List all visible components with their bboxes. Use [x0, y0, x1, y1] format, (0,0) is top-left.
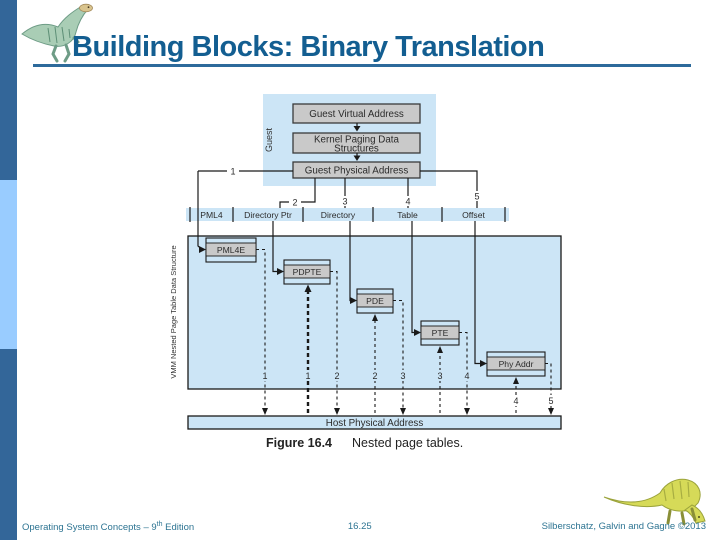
entry-pde: PDE	[356, 288, 394, 314]
svg-text:2: 2	[292, 198, 297, 208]
entry-to-host-dashed-lines	[256, 248, 554, 415]
footer-authors: Silberschatz, Galvin and Gagne ©2013	[541, 521, 706, 532]
title-underline	[33, 64, 691, 67]
svg-text:Structures: Structures	[334, 144, 379, 155]
accent-segment-dark-bottom	[0, 349, 17, 540]
svg-text:3: 3	[400, 371, 405, 381]
svg-text:2: 2	[334, 371, 339, 381]
field-directory-ptr: Directory Ptr	[244, 210, 292, 220]
guest-virtual-address-fields-bar	[186, 208, 509, 221]
figure-caption-text: Nested page tables.	[352, 436, 463, 450]
vmm-group-label: VMM Nested Page Table Data Structure	[169, 245, 178, 378]
svg-text:3: 3	[342, 197, 347, 207]
svg-text:5: 5	[474, 192, 479, 202]
guest-flow-arrows	[353, 123, 361, 161]
kernel-paging-data-structures-box: Kernel Paging Data Structures	[292, 132, 421, 155]
dinosaur-logo-icon	[603, 478, 706, 526]
left-accent-bar	[0, 0, 17, 540]
svg-text:1: 1	[230, 167, 235, 177]
svg-text:PTE: PTE	[432, 328, 449, 338]
host-physical-address-bar	[187, 415, 562, 430]
field-pml4: PML4	[200, 210, 223, 220]
accent-segment-dark-top	[0, 0, 17, 180]
svg-text:Kernel Paging Data: Kernel Paging Data	[314, 135, 400, 146]
guest-group-label: Guest	[264, 127, 274, 152]
svg-text:4: 4	[405, 197, 410, 207]
gpa-to-fields-connectors: 1 2 3 4 5	[197, 165, 483, 250]
footer-course-title: Operating System Concepts – 9th Edition	[22, 521, 195, 534]
svg-text:4: 4	[464, 371, 469, 381]
address-fields: PML4 Directory Ptr Directory Table Offse…	[189, 207, 506, 222]
svg-text:1: 1	[305, 371, 310, 381]
dinosaur-logo-icon	[21, 3, 93, 63]
svg-text:2: 2	[372, 371, 377, 381]
field-table: Table	[397, 210, 418, 220]
field-directory: Directory	[321, 210, 356, 220]
svg-text:PML4E: PML4E	[217, 245, 245, 255]
slide-page-number: 16.25	[347, 521, 372, 532]
guest-physical-address-box: Guest Physical Address	[292, 161, 421, 179]
host-physical-address-label: Host Physical Address	[326, 418, 424, 429]
svg-text:3: 3	[437, 371, 442, 381]
guest-virtual-address-box: Guest Virtual Address	[292, 103, 421, 124]
svg-text:Guest Physical Address: Guest Physical Address	[305, 166, 409, 177]
slide-title: Building Blocks: Binary Translation	[72, 31, 545, 63]
accent-segment-light	[0, 180, 17, 349]
figure-caption-number: Figure 16.4	[266, 436, 332, 450]
svg-text:PDE: PDE	[366, 296, 384, 306]
entry-arrowheads	[199, 246, 487, 367]
svg-text:PDPTE: PDPTE	[293, 267, 322, 277]
svg-text:Phy Addr: Phy Addr	[499, 359, 534, 369]
svg-text:4: 4	[513, 396, 518, 406]
svg-text:1: 1	[262, 371, 267, 381]
step-numbers: 1 1 2 2 3 3 4 4 5	[260, 370, 556, 406]
field-offset: Offset	[462, 210, 485, 220]
svg-text:5: 5	[548, 396, 553, 406]
svg-text:Guest Virtual Address: Guest Virtual Address	[309, 109, 404, 120]
